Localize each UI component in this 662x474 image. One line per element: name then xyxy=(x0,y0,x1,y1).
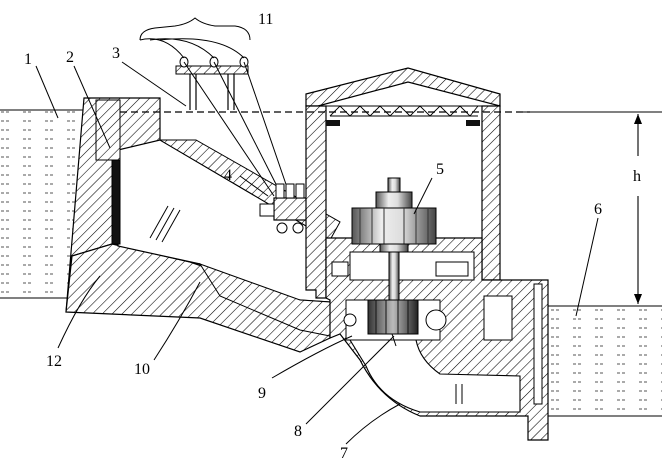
label-11: 11 xyxy=(258,11,273,28)
turbine-shaft xyxy=(388,251,400,301)
label-head-h: h xyxy=(633,168,641,185)
label-3: 3 xyxy=(112,45,120,62)
label-10: 10 xyxy=(134,361,150,378)
label-8: 8 xyxy=(294,423,302,440)
label-11-brace xyxy=(139,17,251,41)
label-2: 2 xyxy=(66,49,74,66)
gantry-crane xyxy=(175,56,249,110)
label-7: 7 xyxy=(340,445,348,462)
upstream-water xyxy=(0,109,84,299)
label-12: 12 xyxy=(46,353,62,370)
powerhouse-substructure xyxy=(325,237,549,441)
label-1: 1 xyxy=(24,51,32,68)
leader-lines xyxy=(35,61,599,445)
label-4: 4 xyxy=(224,167,232,184)
downstream-water xyxy=(548,305,662,417)
label-6: 6 xyxy=(594,201,602,218)
head-dimension xyxy=(634,114,642,304)
transmission-lines xyxy=(139,38,291,197)
powerhouse-building xyxy=(305,67,501,299)
transformer xyxy=(259,183,323,234)
label-9: 9 xyxy=(258,385,266,402)
turbine xyxy=(367,299,419,347)
generator xyxy=(351,177,437,253)
intake-gate xyxy=(95,99,121,245)
label-5: 5 xyxy=(436,161,444,178)
